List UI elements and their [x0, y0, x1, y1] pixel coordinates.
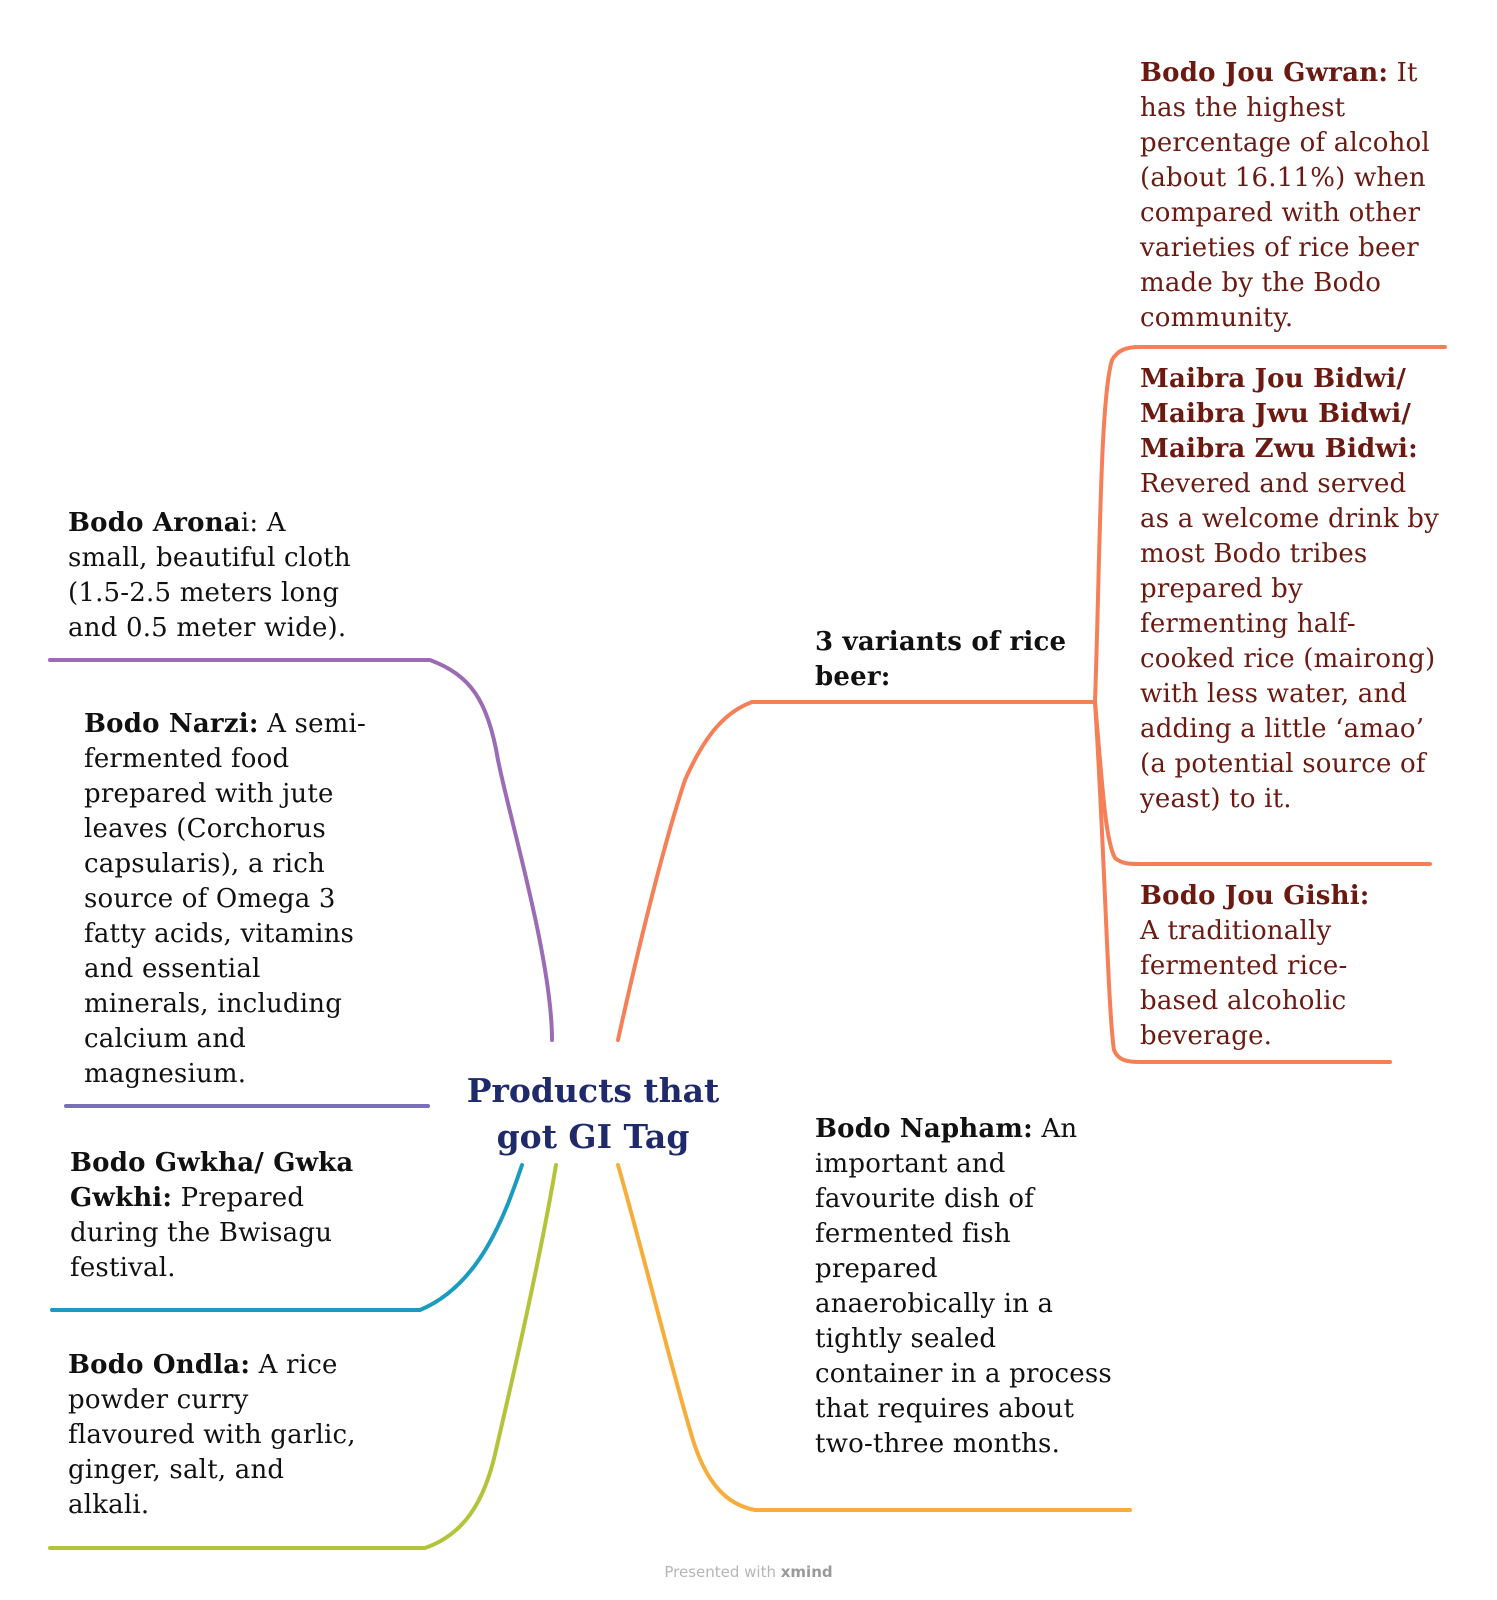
- footer-prefix: Presented with: [664, 1563, 781, 1581]
- topic-title: 3 variants of rice beer:: [815, 627, 1067, 692]
- topic-bodo-ondla[interactable]: Bodo Ondla: A rice powder curry flavoure…: [68, 1348, 373, 1523]
- central-topic[interactable]: Products that got GI Tag: [448, 1068, 738, 1160]
- central-topic-line2: got GI Tag: [496, 1117, 690, 1156]
- subtopic-title: Bodo Jou Gwran:: [1140, 58, 1389, 88]
- topic-title: Bodo Gwkha/ Gwka Gwkhi:: [70, 1148, 354, 1213]
- sub-line-jou-gishi: [1093, 700, 1392, 1064]
- subtopic-title: Maibra Jou Bidwi/ Maibra Jwu Bidwi/ Maib…: [1140, 364, 1418, 464]
- subtopic-text: It has the highest percentage of alcohol…: [1140, 58, 1430, 333]
- topic-title: Bodo Arona: [68, 508, 241, 538]
- branch-line-ondla: [48, 1163, 558, 1550]
- topic-text: Prepared during the Bwisagu festival.: [70, 1183, 333, 1283]
- topic-bodo-aronai[interactable]: Bodo Aronai: A small, beautiful cloth (1…: [68, 506, 368, 646]
- branch-line-aronai: [48, 658, 554, 1042]
- subtopic-title: Bodo Jou Gishi:: [1140, 881, 1370, 911]
- subtopic-text: Revered and served as a welcome drink by…: [1140, 469, 1440, 814]
- topic-title: Bodo Napham:: [815, 1114, 1033, 1144]
- central-topic-line1: Products that: [466, 1071, 720, 1110]
- topic-bodo-gwkha[interactable]: Bodo Gwkha/ Gwka Gwkhi: Prepared during …: [70, 1146, 370, 1286]
- topic-text: A rice powder curry flavoured with garli…: [68, 1350, 356, 1520]
- subtopic-bodo-jou-gishi[interactable]: Bodo Jou Gishi: A traditionally fermente…: [1140, 879, 1395, 1054]
- presented-with-footer: Presented with xmind: [0, 1563, 1497, 1581]
- branch-line-gwkha: [50, 1163, 524, 1312]
- subtopic-maibra-jou-bidwi[interactable]: Maibra Jou Bidwi/ Maibra Jwu Bidwi/ Maib…: [1140, 362, 1440, 817]
- topic-title-tail: i:: [240, 508, 259, 538]
- topic-title: Bodo Ondla:: [68, 1350, 251, 1380]
- xmind-logo: xmind: [780, 1563, 833, 1581]
- subtopic-text: A traditionally fermented rice-based alc…: [1140, 916, 1348, 1051]
- topic-text: An important and favourite dish of ferme…: [815, 1114, 1112, 1459]
- topic-title: Bodo Narzi:: [84, 709, 259, 739]
- topic-text: A small, beautiful cloth (1.5-2.5 meters…: [68, 508, 351, 643]
- sub-line-jou-gwran: [1093, 345, 1447, 704]
- branch-line-rice-beer: [616, 700, 1097, 1042]
- branch-line-napham: [616, 1163, 1132, 1512]
- topic-rice-beer-variants[interactable]: 3 variants of rice beer:: [815, 625, 1080, 695]
- topic-bodo-narzi[interactable]: Bodo Narzi: A semi-fermented food prepar…: [84, 707, 374, 1092]
- topic-text: A semi-fermented food prepared with jute…: [84, 709, 367, 1089]
- topic-bodo-napham[interactable]: Bodo Napham: An important and favourite …: [815, 1112, 1115, 1462]
- subtopic-bodo-jou-gwran[interactable]: Bodo Jou Gwran: It has the highest perce…: [1140, 56, 1450, 336]
